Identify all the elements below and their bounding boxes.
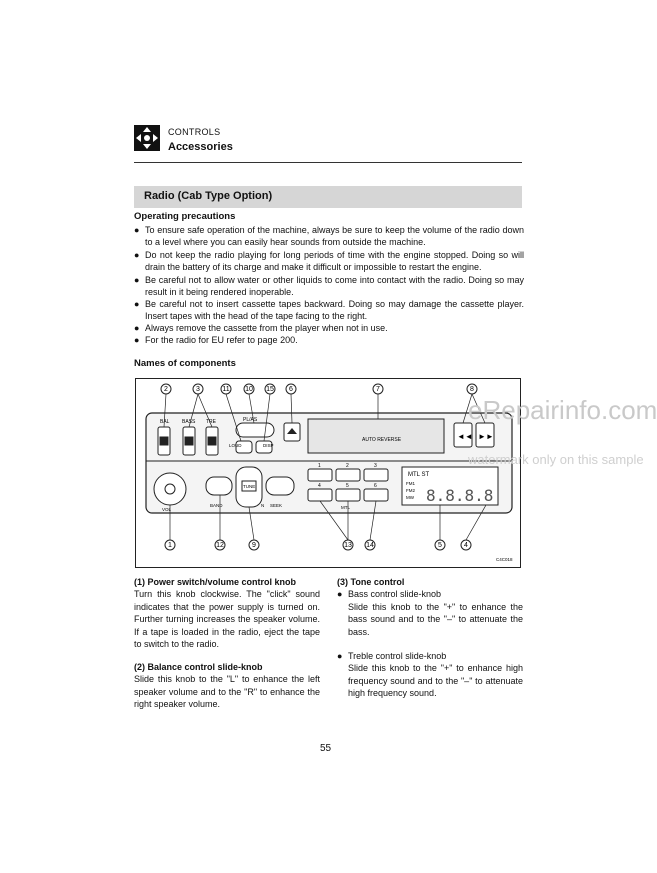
callout-2: 2 <box>164 386 168 393</box>
callout-13: 13 <box>344 542 352 549</box>
callout-12: 12 <box>216 542 224 549</box>
tune-label: TUNE <box>243 484 255 489</box>
header-divider <box>134 162 522 163</box>
callout-3: 3 <box>196 386 200 393</box>
fm1-label: FM1 <box>406 481 415 486</box>
callout-1: 1 <box>168 542 172 549</box>
tre-label: TRE <box>206 419 217 425</box>
preset-4: 4 <box>318 483 321 489</box>
plas-label: PL/AS <box>243 417 258 423</box>
section-title: Radio (Cab Type Option) <box>144 190 273 202</box>
description-text: Slide this knob to the "L" to enhance th… <box>134 674 320 710</box>
precaution-item: ●Be careful not to insert cassette tapes… <box>134 299 524 322</box>
callout-4: 4 <box>464 542 468 549</box>
callout-14: 14 <box>366 542 374 549</box>
precaution-item: ●To ensure safe operation of the machine… <box>134 225 524 248</box>
callout-8: 8 <box>470 386 474 393</box>
vol-label: VOL <box>162 507 172 512</box>
auto-reverse-label: AUTO REVERSE <box>362 437 402 443</box>
bullet: ● <box>337 589 343 600</box>
radio-diagram: BAL BASS TRE PL/AS LOUD DISP AUTO REVERS… <box>135 378 521 568</box>
band-label: BAND <box>210 503 223 508</box>
bass-label: BASS <box>182 419 196 425</box>
display-indicators: MTL ST <box>408 472 429 478</box>
tone-item-text: Slide this knob to the "+" to enhance hi… <box>348 663 523 699</box>
callout-15: 15 <box>266 386 274 393</box>
description-heading: (3) Tone control <box>337 577 405 587</box>
callout-9: 9 <box>252 542 256 549</box>
precaution-item: ●Do not keep the radio playing for long … <box>134 250 524 273</box>
callout-11: 11 <box>222 386 229 393</box>
callout-7: 7 <box>376 386 380 393</box>
description-text: Turn this knob clockwise. The "click" so… <box>134 589 320 650</box>
precaution-item: ●For the radio for EU refer to page 200. <box>134 335 298 345</box>
preset-1: 1 <box>318 463 321 469</box>
bullet: ● <box>337 651 343 662</box>
callout-10: 10 <box>245 386 253 393</box>
description-3: (3) Tone control ● Bass control slide-kn… <box>337 576 523 700</box>
tone-item-title: Bass control slide-knob <box>348 589 442 600</box>
tone-item-title: Treble control slide-knob <box>348 651 447 662</box>
section-title-bar: Radio (Cab Type Option) <box>134 186 522 208</box>
precautions-heading: Operating precautions <box>134 211 236 222</box>
tone-item-text: Slide this knob to the "+" to enhance th… <box>348 601 523 637</box>
bal-label: BAL <box>160 419 170 425</box>
page-number: 55 <box>320 743 332 754</box>
preset-2: 2 <box>346 463 349 469</box>
watermark-text: eRepairinfo.com <box>468 395 657 425</box>
disp-label: DISP <box>263 443 274 448</box>
loud-label: LOUD <box>229 443 242 448</box>
seek-label: SEEK <box>270 503 282 508</box>
description-1: (1) Power switch/volume control knob Tur… <box>134 576 320 650</box>
callout-5: 5 <box>438 542 442 549</box>
callout-6: 6 <box>289 386 293 393</box>
description-heading: (2) Balance control slide-knob <box>134 662 263 672</box>
figure-code: C4C018 <box>496 557 513 562</box>
description-heading: (1) Power switch/volume control knob <box>134 577 297 587</box>
precaution-item: ●Be careful not to allow water or other … <box>134 275 524 298</box>
mw-label: MW <box>406 495 415 500</box>
watermark-subtext: watermark only on this sample <box>468 452 644 467</box>
controls-icon <box>134 125 160 151</box>
mtl-button-label: MTL <box>341 505 350 510</box>
n-label: N <box>261 503 264 508</box>
preset-3: 3 <box>374 463 377 469</box>
fm2-label: FM2 <box>406 488 415 493</box>
frequency-digits: 8.8.8.8 <box>426 486 493 505</box>
preset-5: 5 <box>346 483 349 489</box>
description-2: (2) Balance control slide-knob Slide thi… <box>134 661 320 711</box>
precaution-item: ●Always remove the cassette from the pla… <box>134 323 388 333</box>
fast-forward-icon: ►► <box>478 432 494 441</box>
preset-6: 6 <box>374 483 377 489</box>
section-label: CONTROLS <box>168 127 221 137</box>
rewind-icon: ◄◄ <box>457 432 473 441</box>
components-heading: Names of components <box>134 358 236 369</box>
page-title: Accessories <box>168 141 233 153</box>
